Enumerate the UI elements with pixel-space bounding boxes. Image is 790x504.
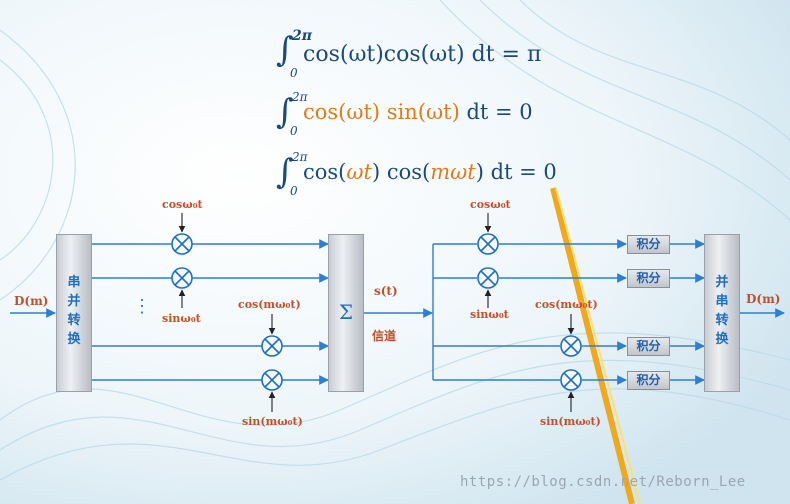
background-swirls <box>0 0 790 481</box>
watermark: https://blog.csdn.net/Reborn_Lee <box>460 474 746 490</box>
integrator-1: 积分 <box>627 235 670 254</box>
eq2-lower-limit: 0 <box>290 124 298 138</box>
eq1-upper-limit: 2π <box>292 28 312 44</box>
tx-multiplier-2 <box>171 267 193 289</box>
rx-carrier-cos-m-label: cos(mω₀t) <box>535 298 598 311</box>
eq3-arg-1: ωt <box>346 160 372 184</box>
tx-carrier-sin-label: sinω₀t <box>162 312 201 325</box>
eq1-body: cos(ωt)cos(ωt) dt = π <box>303 42 542 67</box>
eq2-result: dt = 0 <box>466 100 533 124</box>
integrator-2: 积分 <box>627 269 670 288</box>
eq3-upper-limit: 2π <box>292 150 308 164</box>
parallel-to-serial-label: 并串转换 <box>715 275 729 347</box>
equation-2: ∫ 2π 0 cos(ωt) sin(ωt) dt = 0 <box>276 90 533 138</box>
eq3-arg-2: mωt <box>430 160 476 184</box>
eq3-close: ) <box>475 160 484 184</box>
eq3-cos-2: ) cos( <box>371 160 431 184</box>
eq1-lower-limit: 0 <box>290 66 298 80</box>
tx-carrier-cos-label: cosω₀t <box>162 198 203 211</box>
rx-multiplier-4 <box>560 369 582 391</box>
tx-carrier-cos-m-label: cos(mω₀t) <box>238 298 301 311</box>
eq3-result: dt = 0 <box>490 160 557 184</box>
rx-multiplier-2 <box>477 267 499 289</box>
eq3-lower-limit: 0 <box>290 184 298 198</box>
tx-multiplier-3 <box>261 335 283 357</box>
sum-block: Σ <box>328 234 364 392</box>
tx-multiplier-4 <box>261 369 283 391</box>
sum-symbol: Σ <box>338 300 354 324</box>
tx-carrier-sin-m-label: sin(mω₀t) <box>242 415 303 428</box>
input-label: D(m) <box>14 294 49 308</box>
eq2-integrand: cos(ωt) sin(ωt) <box>303 100 460 124</box>
parallel-to-serial-block: 并串转换 <box>704 234 740 392</box>
tx-multiplier-1 <box>171 233 193 255</box>
output-label: D(m) <box>746 292 781 306</box>
rx-carrier-cos-label: cosω₀t <box>470 198 511 211</box>
channel-label: 信道 <box>372 329 397 343</box>
serial-to-parallel-label: 串并转换 <box>67 275 81 347</box>
serial-to-parallel-block: 串并转换 <box>56 234 92 392</box>
rx-multiplier-3 <box>560 335 582 357</box>
eq2-upper-limit: 2π <box>292 90 308 104</box>
eq3-cos-1: cos( <box>303 160 347 184</box>
equation-3: ∫ 2π 0 cos(ωt) cos(mωt) dt = 0 <box>276 150 557 198</box>
integrator-3: 积分 <box>627 337 670 356</box>
signal-label: s(t) <box>374 284 398 298</box>
rx-carrier-sin-label: sinω₀t <box>470 308 509 321</box>
integrator-4: 积分 <box>627 371 670 390</box>
ellipsis-dots: ⋮ <box>133 296 151 317</box>
rx-carrier-sin-m-label: sin(mω₀t) <box>540 415 601 428</box>
rx-multiplier-1 <box>477 233 499 255</box>
equation-1: ∫ 2π 0 cos(ωt)cos(ωt) dt = π <box>276 28 542 80</box>
